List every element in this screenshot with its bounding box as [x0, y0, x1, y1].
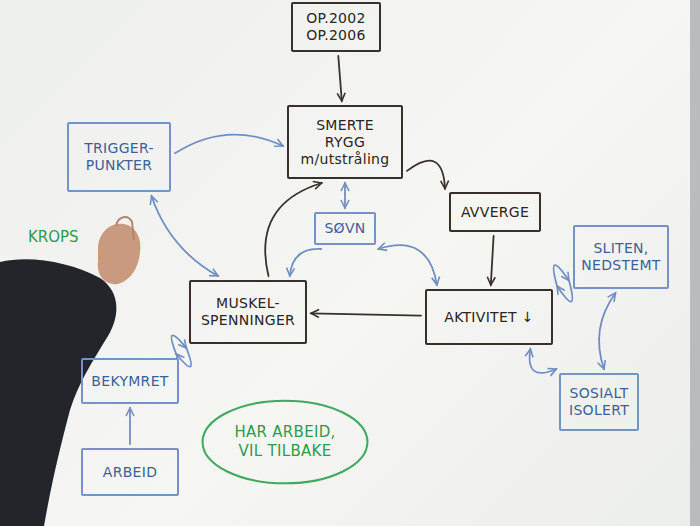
- connector: [129, 408, 131, 444]
- connector: [530, 349, 557, 373]
- node-label: AVVERGE: [461, 204, 529, 221]
- pain-box: SMERTE RYGG m/utstråling: [287, 105, 403, 179]
- node-label: HAR ARBEID, VIL TILBAKE: [228, 423, 342, 461]
- activity-box: AKTIVITET ↓: [425, 289, 553, 345]
- work-box: ARBEID: [81, 448, 179, 496]
- connector: [378, 245, 437, 285]
- finger: [116, 217, 134, 240]
- connector: [290, 249, 321, 276]
- isolated-box: SOSIALT ISOLERT: [559, 373, 639, 431]
- connector: [338, 56, 342, 101]
- worry-box: BEKYMRET: [81, 358, 179, 404]
- sleeve: [0, 259, 116, 526]
- board-frame: [690, 0, 700, 526]
- node-label: ARBEID: [103, 464, 157, 481]
- connector: [599, 293, 615, 369]
- note-label: KROPS: [28, 228, 79, 246]
- node-label: SLITEN, NEDSTEMT: [581, 240, 661, 274]
- connector: [311, 313, 421, 315]
- tired-box: SLITEN, NEDSTEMT: [573, 225, 669, 289]
- connector: [491, 236, 494, 285]
- node-label: SOSIALT ISOLERT: [567, 385, 631, 419]
- sleep-box: SØVN: [314, 212, 376, 245]
- tension-box: MUSKEL- SPENNINGER: [189, 280, 307, 344]
- connector: [175, 135, 283, 154]
- connector: [557, 281, 572, 302]
- note-ellipse: HAR ARBEID, VIL TILBAKE: [200, 398, 370, 486]
- connector: [171, 335, 186, 354]
- node-label: TRIGGER- PUNKTER: [75, 140, 163, 174]
- connector: [407, 161, 445, 189]
- surgery-box: OP.2002 OP.2006: [291, 2, 381, 52]
- node-label: AKTIVITET ↓: [444, 309, 534, 326]
- node-label: SØVN: [324, 220, 365, 237]
- node-label: SMERTE RYGG m/utstråling: [295, 117, 395, 168]
- connector: [344, 183, 346, 208]
- node-label: MUSKEL- SPENNINGER: [197, 295, 299, 329]
- avoid-box: AVVERGE: [449, 192, 541, 232]
- connector: [554, 265, 569, 286]
- trigger-box: TRIGGER- PUNKTER: [67, 122, 171, 192]
- connector: [152, 196, 219, 276]
- node-label: BEKYMRET: [91, 373, 168, 390]
- node-label: OP.2002 OP.2006: [299, 10, 373, 44]
